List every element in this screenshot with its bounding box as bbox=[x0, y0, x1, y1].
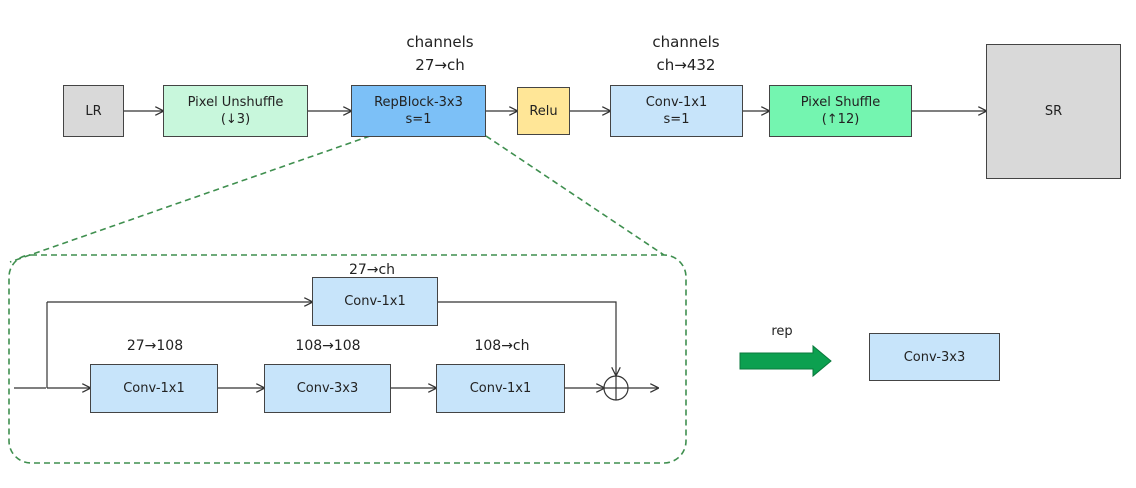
channels-label-1: channels bbox=[406, 33, 474, 51]
rep-arrow-icon bbox=[739, 344, 832, 378]
conv-1x1-box: Conv-1x1 s=1 bbox=[610, 85, 743, 137]
channels-value-2: ch→432 bbox=[656, 56, 716, 74]
sr-box: SR bbox=[986, 44, 1121, 179]
top-branch-channels: 27→ch bbox=[348, 262, 396, 278]
pixel-shuffle-title: Pixel Shuffle bbox=[800, 95, 881, 110]
seq-conv-box-2: Conv-3x3 bbox=[264, 364, 391, 413]
seq-channels-2: 108→108 bbox=[295, 338, 361, 354]
top-branch-return-line bbox=[438, 301, 616, 375]
relu-label: Relu bbox=[529, 103, 558, 119]
seq-conv-box-1: Conv-1x1 bbox=[90, 364, 218, 413]
sr-label: SR bbox=[1044, 104, 1063, 119]
sum-node-icon bbox=[603, 375, 629, 401]
seq-channels-3: 108→ch bbox=[474, 338, 530, 354]
lr-label: LR bbox=[85, 103, 102, 119]
lr-box: LR bbox=[63, 85, 124, 137]
seq-conv-label-1: Conv-1x1 bbox=[123, 381, 185, 396]
relu-box: Relu bbox=[517, 87, 570, 135]
repblock-title: RepBlock-3x3 bbox=[374, 95, 463, 110]
top-branch-conv-label: Conv-1x1 bbox=[344, 294, 406, 309]
zoom-line-left bbox=[9, 135, 371, 263]
channels-value-1: 27→ch bbox=[415, 56, 465, 74]
seq-conv-label-3: Conv-1x1 bbox=[469, 381, 532, 396]
channels-label-2: channels bbox=[652, 33, 720, 51]
rep-result-conv-box: Conv-3x3 bbox=[869, 333, 1000, 381]
rep-label: rep bbox=[771, 324, 793, 339]
seq-conv-box-3: Conv-1x1 bbox=[436, 364, 565, 413]
pixel-shuffle-box: Pixel Shuffle (↑12) bbox=[769, 85, 912, 137]
zoom-line-right bbox=[485, 135, 665, 256]
repblock-box: RepBlock-3x3 s=1 bbox=[351, 85, 486, 137]
seq-channels-1: 27→108 bbox=[126, 338, 184, 354]
seq-conv-label-2: Conv-3x3 bbox=[296, 381, 359, 396]
repblock-detail-container bbox=[8, 254, 687, 464]
rep-result-conv-label: Conv-3x3 bbox=[903, 349, 966, 365]
pixel-unshuffle-title: Pixel Unshuffle bbox=[187, 95, 284, 110]
top-branch-conv-box: Conv-1x1 bbox=[312, 277, 438, 326]
pixel-unshuffle-factor: (↓3) bbox=[220, 112, 251, 127]
conv-1x1-stride: s=1 bbox=[663, 112, 690, 127]
pixel-shuffle-factor: (↑12) bbox=[821, 112, 860, 127]
pixel-unshuffle-box: Pixel Unshuffle (↓3) bbox=[163, 85, 308, 137]
repblock-stride: s=1 bbox=[405, 112, 432, 127]
conv-1x1-title: Conv-1x1 bbox=[645, 95, 708, 110]
